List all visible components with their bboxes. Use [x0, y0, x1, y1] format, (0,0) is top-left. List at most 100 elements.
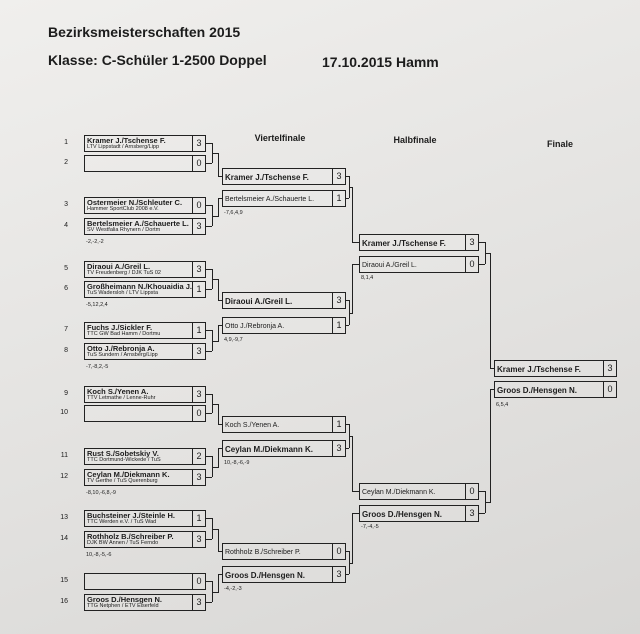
score: 3	[332, 440, 345, 457]
match-result: -4,-2,-3	[224, 586, 242, 592]
round-label-semifinal: Halbfinale	[393, 135, 437, 145]
team-name: Diraoui A./Greil L.	[87, 262, 151, 271]
score: 0	[465, 483, 478, 500]
quarterfinal-slot: Ceylan M./Diekmann K. 3	[222, 440, 346, 457]
bracket-line	[212, 581, 213, 602]
club-name: Hammer SportClub 2008 e.V.	[87, 206, 159, 212]
bracket-line	[206, 394, 212, 395]
team-name: Kramer J./Tschense F.	[362, 239, 446, 248]
team-name: Ceylan M./Diekmann K.	[225, 445, 314, 454]
team-name: Ostermeier N./Schleuter C.	[87, 198, 183, 207]
draw-slot: Fuchs J./Sickler F.TTC GW Bad Hamm / Dor…	[84, 322, 206, 339]
bracket-line	[212, 592, 218, 593]
match-result: 4,9,-9,7	[224, 337, 243, 343]
bracket-line	[352, 436, 353, 492]
team-name: Fuchs J./Sickler F.	[87, 323, 153, 332]
quarterfinal-slot: Diraoui A./Greil L. 3	[222, 292, 346, 309]
draw-slot: 0	[84, 405, 206, 422]
bracket-line	[212, 330, 213, 351]
match-result: -7,6,4,9	[224, 210, 243, 216]
bracket-line	[212, 404, 218, 405]
bracket-line	[490, 389, 494, 390]
bracket-line	[346, 424, 349, 425]
team-name: Diraoui A./Greil L.	[362, 262, 417, 269]
quarterfinal-slot: Kramer J./Tschense F.3	[222, 168, 346, 185]
bracket-line	[212, 279, 218, 280]
bracket-line	[352, 513, 359, 514]
score: 3	[192, 386, 205, 403]
score: 3	[192, 594, 205, 611]
bracket-line	[206, 226, 212, 227]
final-slot: Kramer J./Tschense F.3	[494, 360, 617, 377]
semifinal-slot: Groos D./Hensgen N. 3	[359, 505, 479, 522]
bracket-line	[352, 264, 353, 314]
quarterfinal-slot: Otto J./Rebronja A.1	[222, 317, 346, 334]
seed-number: 10	[60, 409, 68, 416]
team-name: Groos D./Hensgen N.	[225, 571, 306, 580]
bracket-line	[346, 551, 349, 552]
team-name: Diraoui A./Greil L.	[225, 297, 293, 306]
draw-slot: Diraoui A./Greil L.TV Freudenberg / DJK …	[84, 261, 206, 278]
bracket-line	[206, 330, 212, 331]
bracket-line	[490, 253, 491, 369]
seed-number: 5	[64, 265, 68, 272]
score: 0	[465, 256, 478, 273]
bracket-line	[206, 289, 212, 290]
team-name: Rothholz B./Schreiber P.	[87, 532, 174, 541]
bracket-line	[218, 153, 219, 177]
score: 3	[332, 292, 345, 309]
seed-number: 12	[60, 473, 68, 480]
team-name: Koch S./Yenen A.	[87, 387, 149, 396]
draw-slot: Ostermeier N./Schleuter C.Hammer SportCl…	[84, 197, 206, 214]
club-name: LTV Lippstadt / Arnsberg/Lipp	[87, 144, 160, 150]
score: 3	[192, 135, 205, 152]
match-result: 10,-8,-6,-9	[224, 460, 250, 466]
score: 2	[192, 448, 205, 465]
seed-number: 14	[60, 535, 68, 542]
seed-number: 1	[64, 139, 68, 146]
bracket-line	[218, 424, 222, 425]
draw-slot: Buchsteiner J./Steinle H.TTC Werden e.V.…	[84, 510, 206, 527]
bracket-line	[206, 269, 212, 270]
bracket-line	[212, 394, 213, 413]
club-name: TuS Sundern / Arnsberg/Lipp	[87, 352, 158, 358]
team-name: Groos D./Hensgen N.	[362, 510, 443, 519]
bracket-line	[479, 491, 485, 492]
bracket-line	[218, 448, 222, 449]
match-result: 6,5,4	[496, 402, 509, 408]
score: 3	[465, 505, 478, 522]
bracket-line	[206, 413, 212, 414]
bracket-line	[206, 581, 212, 582]
bracket-line	[206, 518, 212, 519]
draw-slot: 0	[84, 573, 206, 590]
bracket-line	[212, 153, 218, 154]
draw-slot: Rust S./Sobetskiy V.TTC Dortmund-Wickede…	[84, 448, 206, 465]
seed-number: 7	[64, 326, 68, 333]
score: 0	[192, 155, 205, 172]
bracket-line	[212, 216, 218, 217]
seed-number: 3	[64, 201, 68, 208]
bracket-line	[218, 325, 219, 342]
bracket-line	[206, 143, 212, 144]
draw-slot: Ceylan M./Diekmann K.TV Gerthe / TuS Que…	[84, 469, 206, 486]
team-name: Ceylan M./Diekmann K.	[87, 470, 170, 479]
match-result: -2,-2,-2	[86, 239, 104, 245]
seed-number: 4	[64, 222, 68, 229]
bracket-line	[349, 313, 352, 314]
bracket-line	[218, 198, 219, 217]
bracket-line	[349, 187, 352, 188]
bracket-line	[346, 448, 349, 449]
bracket-line	[218, 551, 222, 552]
club-name: TTC GW Bad Hamm / Dortmu	[87, 331, 161, 337]
bracket-line	[218, 325, 222, 326]
bracket-line	[346, 176, 349, 177]
bracket-line	[206, 163, 212, 164]
club-name: TTC Dortmund-Wickede / TuS	[87, 457, 161, 463]
draw-slot: Kramer J./Tschense F.LTV Lippstadt / Arn…	[84, 135, 206, 152]
bracket-line	[206, 602, 212, 603]
match-result: -5,12,2,4	[86, 302, 108, 308]
tournament-title: Bezirksmeisterschaften 2015	[48, 24, 241, 40]
team-name: Groos D./Hensgen N.	[497, 386, 578, 395]
bracket-line	[352, 264, 359, 265]
team-name: Bertelsmeier A./Schauerte L.	[87, 219, 189, 228]
